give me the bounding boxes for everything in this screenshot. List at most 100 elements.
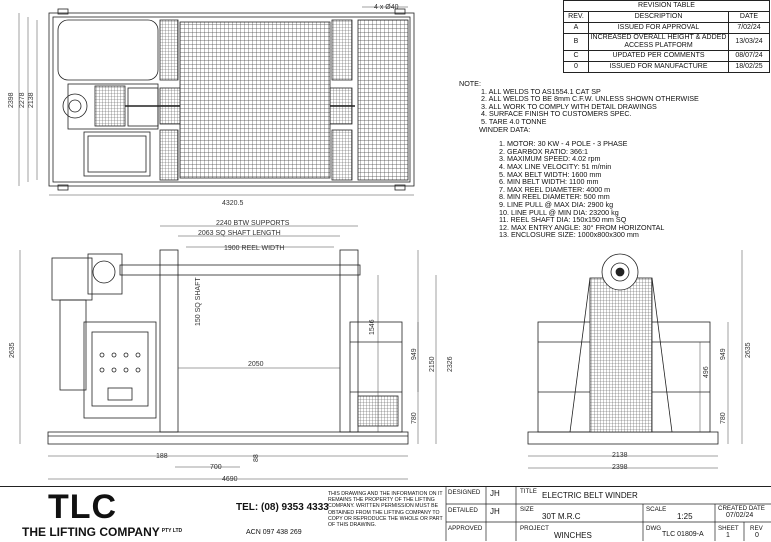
title-label: TITLE: [520, 488, 537, 495]
rev-row-description: UPDATED PER COMMENTS: [588, 50, 729, 62]
dim-side-2635: 2635: [745, 342, 752, 358]
note-item: 2. ALL WELDS TO BE 8mm C.F.W. UNLESS SHO…: [481, 94, 699, 104]
company-acn: ACN 097 438 269: [246, 529, 302, 536]
size-label: SIZE: [520, 506, 534, 513]
dim-front-1546: 1546: [369, 319, 376, 335]
rev-row-description: INCREASED OVERALL HEIGHT & ADDED ACCESS …: [588, 33, 729, 51]
project-label: PROJECT: [520, 525, 549, 532]
rev-row-date: 13/03/24: [728, 33, 770, 51]
project-value: WINCHES: [554, 531, 592, 540]
rev-header-date: DATE: [728, 11, 770, 23]
front-dimensions: [19, 225, 437, 480]
sheet-value: 1: [726, 532, 730, 539]
plan-grating-end: [357, 19, 409, 181]
winder-item: 6. MIN BELT WIDTH: 1100 mm: [499, 177, 599, 187]
title-block: [0, 486, 771, 542]
side-reel-frame: [589, 277, 653, 433]
front-handrail: [349, 321, 403, 433]
winder-item: 12. MAX ENTRY ANGLE: 30° FROM HORIZONTAL: [499, 222, 665, 232]
winder-item: 13. ENCLOSURE SIZE: 1000x800x300 mm: [499, 230, 639, 240]
plan-frame-outer: [48, 12, 415, 187]
drawing-title: ELECTRIC BELT WINDER: [542, 491, 638, 500]
front-motor: [51, 257, 93, 301]
company-pty: PTY LTD: [161, 528, 183, 534]
dim-side-2398: 2398: [612, 464, 628, 471]
dim-side-780: 780: [720, 412, 727, 424]
notes-block: NOTE: 1. ALL WELDS TO AS1554.1 CAT SP 2.…: [459, 80, 699, 239]
dim-side-2138: 2138: [612, 452, 628, 459]
company-name-text: THE LIFTING COMPANY: [22, 525, 160, 539]
dim-reel-width: 1900 REEL WIDTH: [224, 245, 284, 252]
winder-item: 8. MIN REEL DIAMETER: 500 mm: [499, 192, 610, 202]
dim-front-2635: 2635: [9, 342, 16, 358]
dim-plan-2278: 2278: [19, 92, 26, 108]
winder-item: 7. MAX REEL DIAMETER: 4000 m: [499, 184, 611, 194]
front-support-right: [339, 249, 359, 433]
dim-front-949: 949: [411, 348, 418, 360]
sheet-label: SHEET: [718, 525, 739, 532]
approved-label: APPROVED: [448, 525, 483, 532]
scale-value: 1:25: [677, 512, 693, 521]
created-date-value: 07/02/24: [726, 512, 754, 519]
rev-row-rev: B: [563, 33, 589, 51]
dim-front-2150: 2150: [429, 356, 436, 372]
winder-item: 9. LINE PULL @ MAX DIA: 2900 kg: [499, 199, 614, 209]
side-dimensions: [528, 250, 743, 469]
front-elevation: [47, 249, 409, 445]
rev-row-date: 18/02/25: [728, 61, 770, 73]
dwg-label: DWG: [646, 525, 662, 532]
company-phone: TEL: (08) 9353 4333: [236, 502, 329, 513]
side-base-skid: [527, 431, 719, 445]
scale-label: SCALE: [646, 506, 667, 513]
designed-value: JH: [490, 489, 500, 498]
dim-holes: 4 x Ø40: [374, 4, 399, 11]
note-item: 5. TARE 4.0 TONNE: [481, 116, 547, 126]
plan-grating-main: [179, 21, 331, 179]
company-logo: TLC: [48, 488, 118, 526]
dim-front-2050: 2050: [248, 361, 264, 368]
winder-item: 1. MOTOR: 30 KW - 4 POLE - 3 PHASE: [499, 139, 628, 149]
dim-shaft-size: 150 SQ SHAFT: [195, 277, 202, 326]
front-base-skid: [47, 431, 409, 445]
dim-front-2326: 2326: [447, 356, 454, 372]
revision-table-title: REVISION TABLE: [563, 0, 770, 12]
copyright-disclaimer: THIS DRAWING AND THE INFORMATION ON IT R…: [328, 491, 443, 529]
revision-table: REVISION TABLE REV. DESCRIPTION DATE A I…: [563, 0, 770, 73]
dim-front-188: 188: [156, 453, 168, 460]
detailed-value: JH: [490, 507, 500, 516]
winder-item: 2. GEARBOX RATIO: 366:1: [499, 146, 588, 156]
dim-front-4690: 4690: [222, 476, 238, 483]
plan-view: [48, 8, 415, 191]
designed-label: DESIGNED: [448, 489, 481, 496]
rev-header-description: DESCRIPTION: [588, 11, 729, 23]
front-support-left: [159, 249, 179, 433]
dim-front-780: 780: [411, 412, 418, 424]
winder-item: 4. MAX LINE VELOCITY: 51 m/min: [499, 161, 612, 171]
note-item: 3. ALL WORK TO COMPLY WITH DETAIL DRAWIN…: [481, 101, 657, 111]
front-shaft: [119, 264, 361, 276]
size-value: 30T M.R.C: [542, 512, 581, 521]
side-elevation: [527, 253, 719, 445]
dim-btw-supports: 2240 BTW SUPPORTS: [216, 220, 290, 227]
plan-motor-circle: [62, 93, 88, 119]
rev-header-rev: REV.: [563, 11, 589, 23]
front-enclosure: [83, 321, 157, 419]
dim-side-949: 949: [720, 348, 727, 360]
rev-row-rev: C: [563, 50, 589, 62]
rev-row-rev: A: [563, 22, 589, 34]
plan-frame-inner: [52, 16, 411, 183]
notes-heading: NOTE:: [459, 79, 481, 88]
dim-plan-2398: 2398: [8, 92, 15, 108]
winder-item: 3. MAXIMUM SPEED: 4.02 rpm: [499, 154, 601, 164]
rev-value: 0: [755, 532, 759, 539]
rev-row-description: ISSUED FOR APPROVAL: [588, 22, 729, 34]
front-gearbox: [87, 253, 123, 295]
winder-item: 10. LINE PULL @ MIN DIA: 23200 kg: [499, 207, 619, 217]
plan-enclosure: [83, 131, 151, 177]
dim-side-496: 496: [703, 366, 710, 378]
winder-data-heading: WINDER DATA:: [479, 124, 531, 134]
dim-front-88: 88: [253, 454, 260, 462]
created-date-label: CREATED DATE: [718, 505, 765, 512]
note-item: 1. ALL WELDS TO AS1554.1 CAT SP: [481, 86, 601, 96]
